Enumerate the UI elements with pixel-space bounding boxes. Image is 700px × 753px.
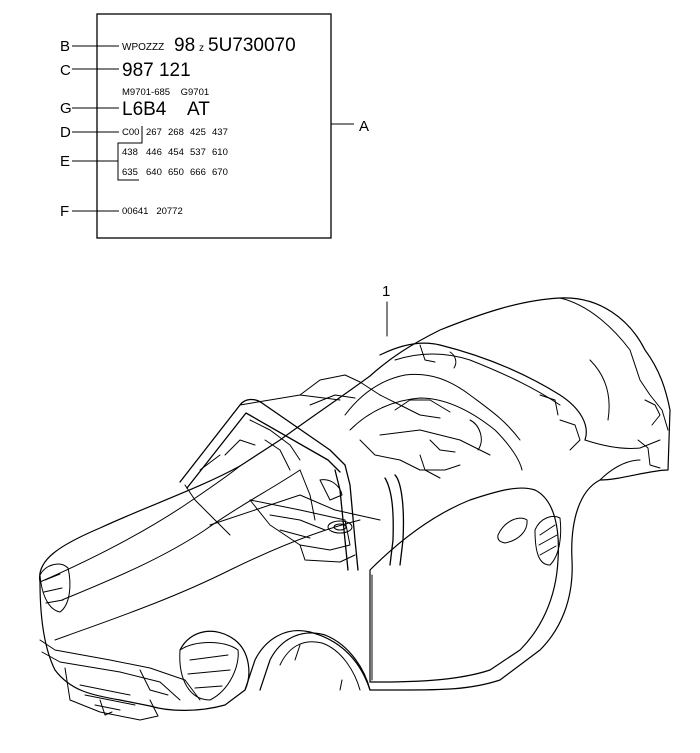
right-headlight — [179, 642, 239, 701]
left-headlight — [39, 563, 71, 613]
option-code: 454 — [168, 147, 184, 158]
option-code: 670 — [212, 167, 228, 178]
callout-c: C — [60, 62, 71, 79]
callout-f: F — [60, 203, 69, 220]
engine-code: L6B4 — [122, 99, 167, 120]
option-code: 446 — [146, 147, 162, 158]
vin-z: z — [199, 43, 204, 54]
option-code: 425 — [190, 127, 206, 138]
roll-bar-left — [344, 464, 359, 571]
option-codes-row-1: 267 268 425 437 — [146, 127, 228, 138]
callout-g: G — [60, 100, 72, 117]
option-code: 438 — [122, 147, 138, 158]
option-code: 635 — [122, 167, 138, 178]
option-code: 537 — [190, 147, 206, 158]
option-code: 267 — [146, 127, 162, 138]
door-outline — [369, 487, 559, 683]
option-code: 437 — [212, 127, 228, 138]
callout-b: B — [60, 38, 70, 55]
option-code: 650 — [168, 167, 184, 178]
vin-prefix: WPOZZZ — [122, 42, 164, 53]
callout-a: A — [359, 118, 369, 135]
car-body-illustration: 1 — [39, 283, 671, 721]
type-number: 987 121 — [122, 60, 191, 81]
vin-serial: 5U730070 — [208, 35, 296, 56]
rear-deck — [379, 342, 587, 441]
callout-1: 1 — [382, 283, 390, 300]
transmission-code: AT — [187, 99, 210, 120]
option-code: 666 — [190, 167, 206, 178]
callout-d: D — [60, 124, 71, 141]
side-intake — [534, 516, 562, 566]
callout-e: E — [60, 153, 70, 170]
option-code: 640 — [146, 167, 162, 178]
option-code: 268 — [168, 127, 184, 138]
roll-bar-right — [394, 474, 405, 566]
front-wheel-arch — [179, 630, 250, 691]
option-codes-row-3: 635 640 650 666 670 — [122, 167, 228, 178]
label-plate-frame — [96, 13, 332, 239]
rear-wheel-arch — [259, 632, 371, 691]
model-codes: M9701-685 G9701 — [122, 87, 209, 98]
body-outline — [39, 297, 671, 711]
vehicle-data-label: A B WPOZZZ 98 z 5U730070 C 987 121 M9701… — [60, 13, 369, 239]
paint-code: C00 — [122, 127, 139, 138]
option-codes-row-2: 438 446 454 537 610 — [122, 147, 228, 158]
option-bracket — [117, 126, 143, 181]
interior-code: 00641 20772 — [122, 206, 183, 217]
door-handle — [497, 517, 528, 544]
option-code: 610 — [212, 147, 228, 158]
vin-year: 98 — [174, 35, 195, 56]
